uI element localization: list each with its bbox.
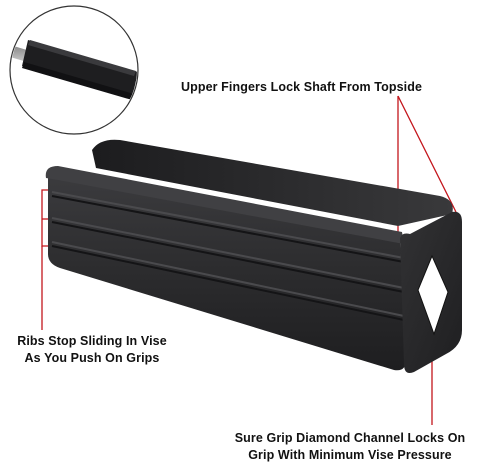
vise-pad-body — [45, 139, 462, 373]
callout-diamond-line1: Sure Grip Diamond Channel Locks On — [234, 431, 466, 445]
callout-upper-fingers: Upper Fingers Lock Shaft From Topside — [181, 80, 422, 94]
callout-ribs-line1: Ribs Stop Sliding In Vise — [17, 334, 167, 348]
callout-diamond-line2: Grip With Minimum Vise Pressure — [248, 448, 452, 462]
callout-diamond-channel: Sure Grip Diamond Channel Locks On Grip … — [225, 430, 475, 464]
callout-ribs: Ribs Stop Sliding In Vise As You Push On… — [2, 333, 182, 367]
callout-ribs-line2: As You Push On Grips — [24, 351, 160, 365]
inset-circle — [9, 5, 139, 135]
